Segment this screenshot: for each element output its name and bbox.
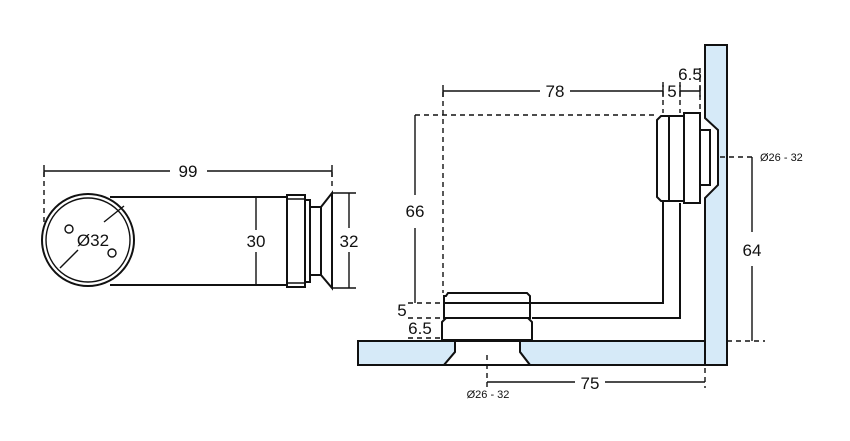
dimension-label: 66 <box>406 202 425 221</box>
screw-hole <box>107 248 117 258</box>
dimension-label: 5 <box>667 82 676 101</box>
dimension-label: 64 <box>743 241 762 260</box>
hole-diameter-label: Ø26 - 32 <box>467 389 510 401</box>
dimension-label: 99 <box>179 162 198 181</box>
dimension-label: 78 <box>546 82 565 101</box>
diameter-label: Ø32 <box>77 231 109 250</box>
dimension-label: 6.5 <box>678 65 702 84</box>
screw-hole <box>64 224 74 234</box>
vertical-glass-panel <box>704 44 728 366</box>
dimension-99: 99 <box>43 162 333 181</box>
hole-diameter-label: Ø26 - 32 <box>760 152 803 164</box>
dimension-label: 6.5 <box>408 319 432 338</box>
dimension-label: 30 <box>247 232 266 251</box>
dimension-label: 75 <box>581 374 600 393</box>
dimension-label: 5 <box>397 301 406 320</box>
corner-view: 78 5 6.5 66 5 6.5 Ø26 - 32 64 75 Ø26 - 3… <box>357 44 803 401</box>
horizontal-glass-panel <box>357 340 706 366</box>
dimension-label: 32 <box>340 232 359 251</box>
side-view: 99 Ø32 30 32 <box>41 162 359 291</box>
